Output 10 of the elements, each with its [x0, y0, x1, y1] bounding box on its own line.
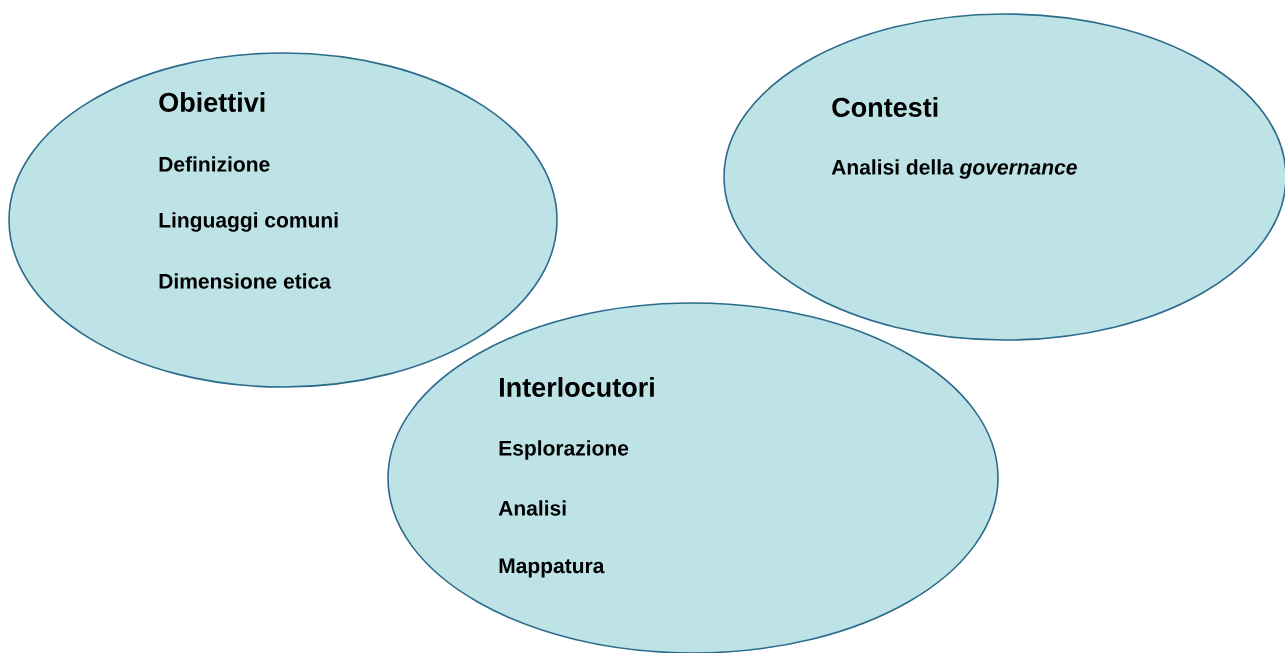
item-text: Analisi della governance [831, 159, 1077, 179]
item-text: Definizione [159, 156, 270, 172]
heading-text: Obiettivi [159, 92, 265, 112]
item-text: Linguaggi comuni [159, 212, 338, 232]
item-text: Dimensione etica [159, 273, 332, 289]
heading-text: Interlocutori [500, 377, 654, 397]
item-text: Analisi [498, 500, 566, 516]
item-text: Mappatura [499, 558, 605, 578]
item-text: Esplorazione [499, 440, 629, 460]
heading-text: Contesti [832, 97, 938, 117]
